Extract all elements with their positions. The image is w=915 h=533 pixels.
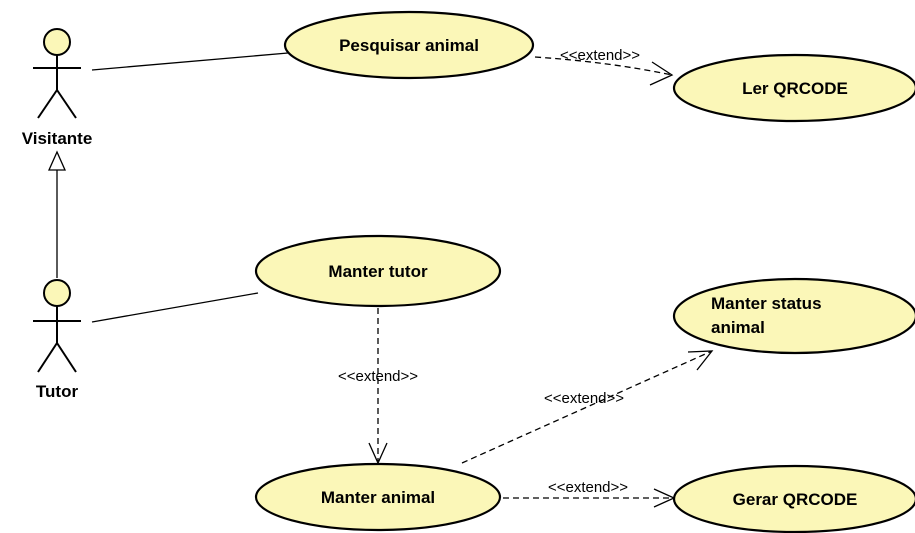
use-case-gerar-qrcode-shape (672, 464, 915, 533)
association-visitante-pesquisar[interactable] (91, 52, 289, 71)
extend-manter-tutor-manter-animal[interactable]: <<extend>> (338, 308, 418, 465)
use-case-gerar-qrcode-label: Gerar QRCODE (733, 490, 858, 509)
actor-tutor-head (43, 279, 71, 307)
actor-tutor-label: Tutor (36, 382, 79, 401)
use-case-manter-status-animal-shape (672, 277, 915, 355)
actor-visitante-head (43, 28, 71, 56)
use-case-pesquisar-animal-label: Pesquisar animal (339, 36, 479, 55)
extend-pesquisar-ler-qrcode-arrowhead (649, 61, 674, 86)
use-case-manter-status-animal[interactable]: Manter status animal (672, 277, 915, 355)
extend-manter-animal-manter-status-line (461, 350, 713, 464)
extend-manter-animal-manter-status[interactable]: <<extend>> (461, 350, 714, 464)
use-case-pesquisar-animal-shape (283, 10, 535, 80)
extend-manter-animal-manter-status-label: <<extend>> (544, 390, 624, 407)
association-tutor-manter-tutor[interactable] (91, 292, 259, 323)
use-case-manter-animal[interactable]: Manter animal (254, 462, 502, 532)
use-case-manter-tutor-label: Manter tutor (328, 262, 428, 281)
extend-manter-animal-manter-status-arrowhead (687, 350, 714, 371)
use-case-manter-tutor-shape (254, 234, 502, 308)
extend-manter-animal-gerar-qrcode-arrowhead (653, 488, 676, 508)
actor-visitante-label: Visitante (22, 129, 93, 148)
use-case-manter-animal-label: Manter animal (321, 488, 435, 507)
use-case-pesquisar-animal[interactable]: Pesquisar animal (283, 10, 535, 80)
actor-tutor-left-leg (37, 342, 58, 373)
actor-tutor-right-leg (56, 342, 77, 373)
generalization-triangle (47, 150, 67, 171)
extend-manter-animal-gerar-qrcode-label: <<extend>> (548, 479, 628, 496)
extend-pesquisar-ler-qrcode-line (534, 56, 673, 76)
generalization-tutor-visitante[interactable] (47, 150, 67, 278)
use-case-gerar-qrcode[interactable]: Gerar QRCODE (672, 464, 915, 533)
extend-manter-animal-gerar-qrcode[interactable]: <<extend>> (503, 479, 676, 508)
extend-pesquisar-ler-qrcode-label: <<extend>> (560, 47, 640, 64)
extend-manter-tutor-manter-animal-label: <<extend>> (338, 368, 418, 385)
extend-pesquisar-ler-qrcode[interactable]: <<extend>> (534, 47, 674, 86)
use-case-ler-qrcode-shape (672, 53, 915, 123)
extend-manter-tutor-manter-animal-arrowhead (368, 442, 388, 465)
use-case-manter-status-animal-label-line2: animal (711, 318, 765, 337)
use-case-manter-tutor[interactable]: Manter tutor (254, 234, 502, 308)
actor-visitante[interactable]: Visitante (22, 28, 93, 148)
use-case-ler-qrcode[interactable]: Ler QRCODE (672, 53, 915, 123)
actor-visitante-right-leg (56, 89, 77, 119)
use-case-manter-status-animal-label-line1: Manter status (711, 294, 822, 313)
use-case-ler-qrcode-label: Ler QRCODE (742, 79, 848, 98)
actor-tutor[interactable]: Tutor (33, 279, 81, 401)
actor-visitante-left-leg (37, 89, 58, 119)
